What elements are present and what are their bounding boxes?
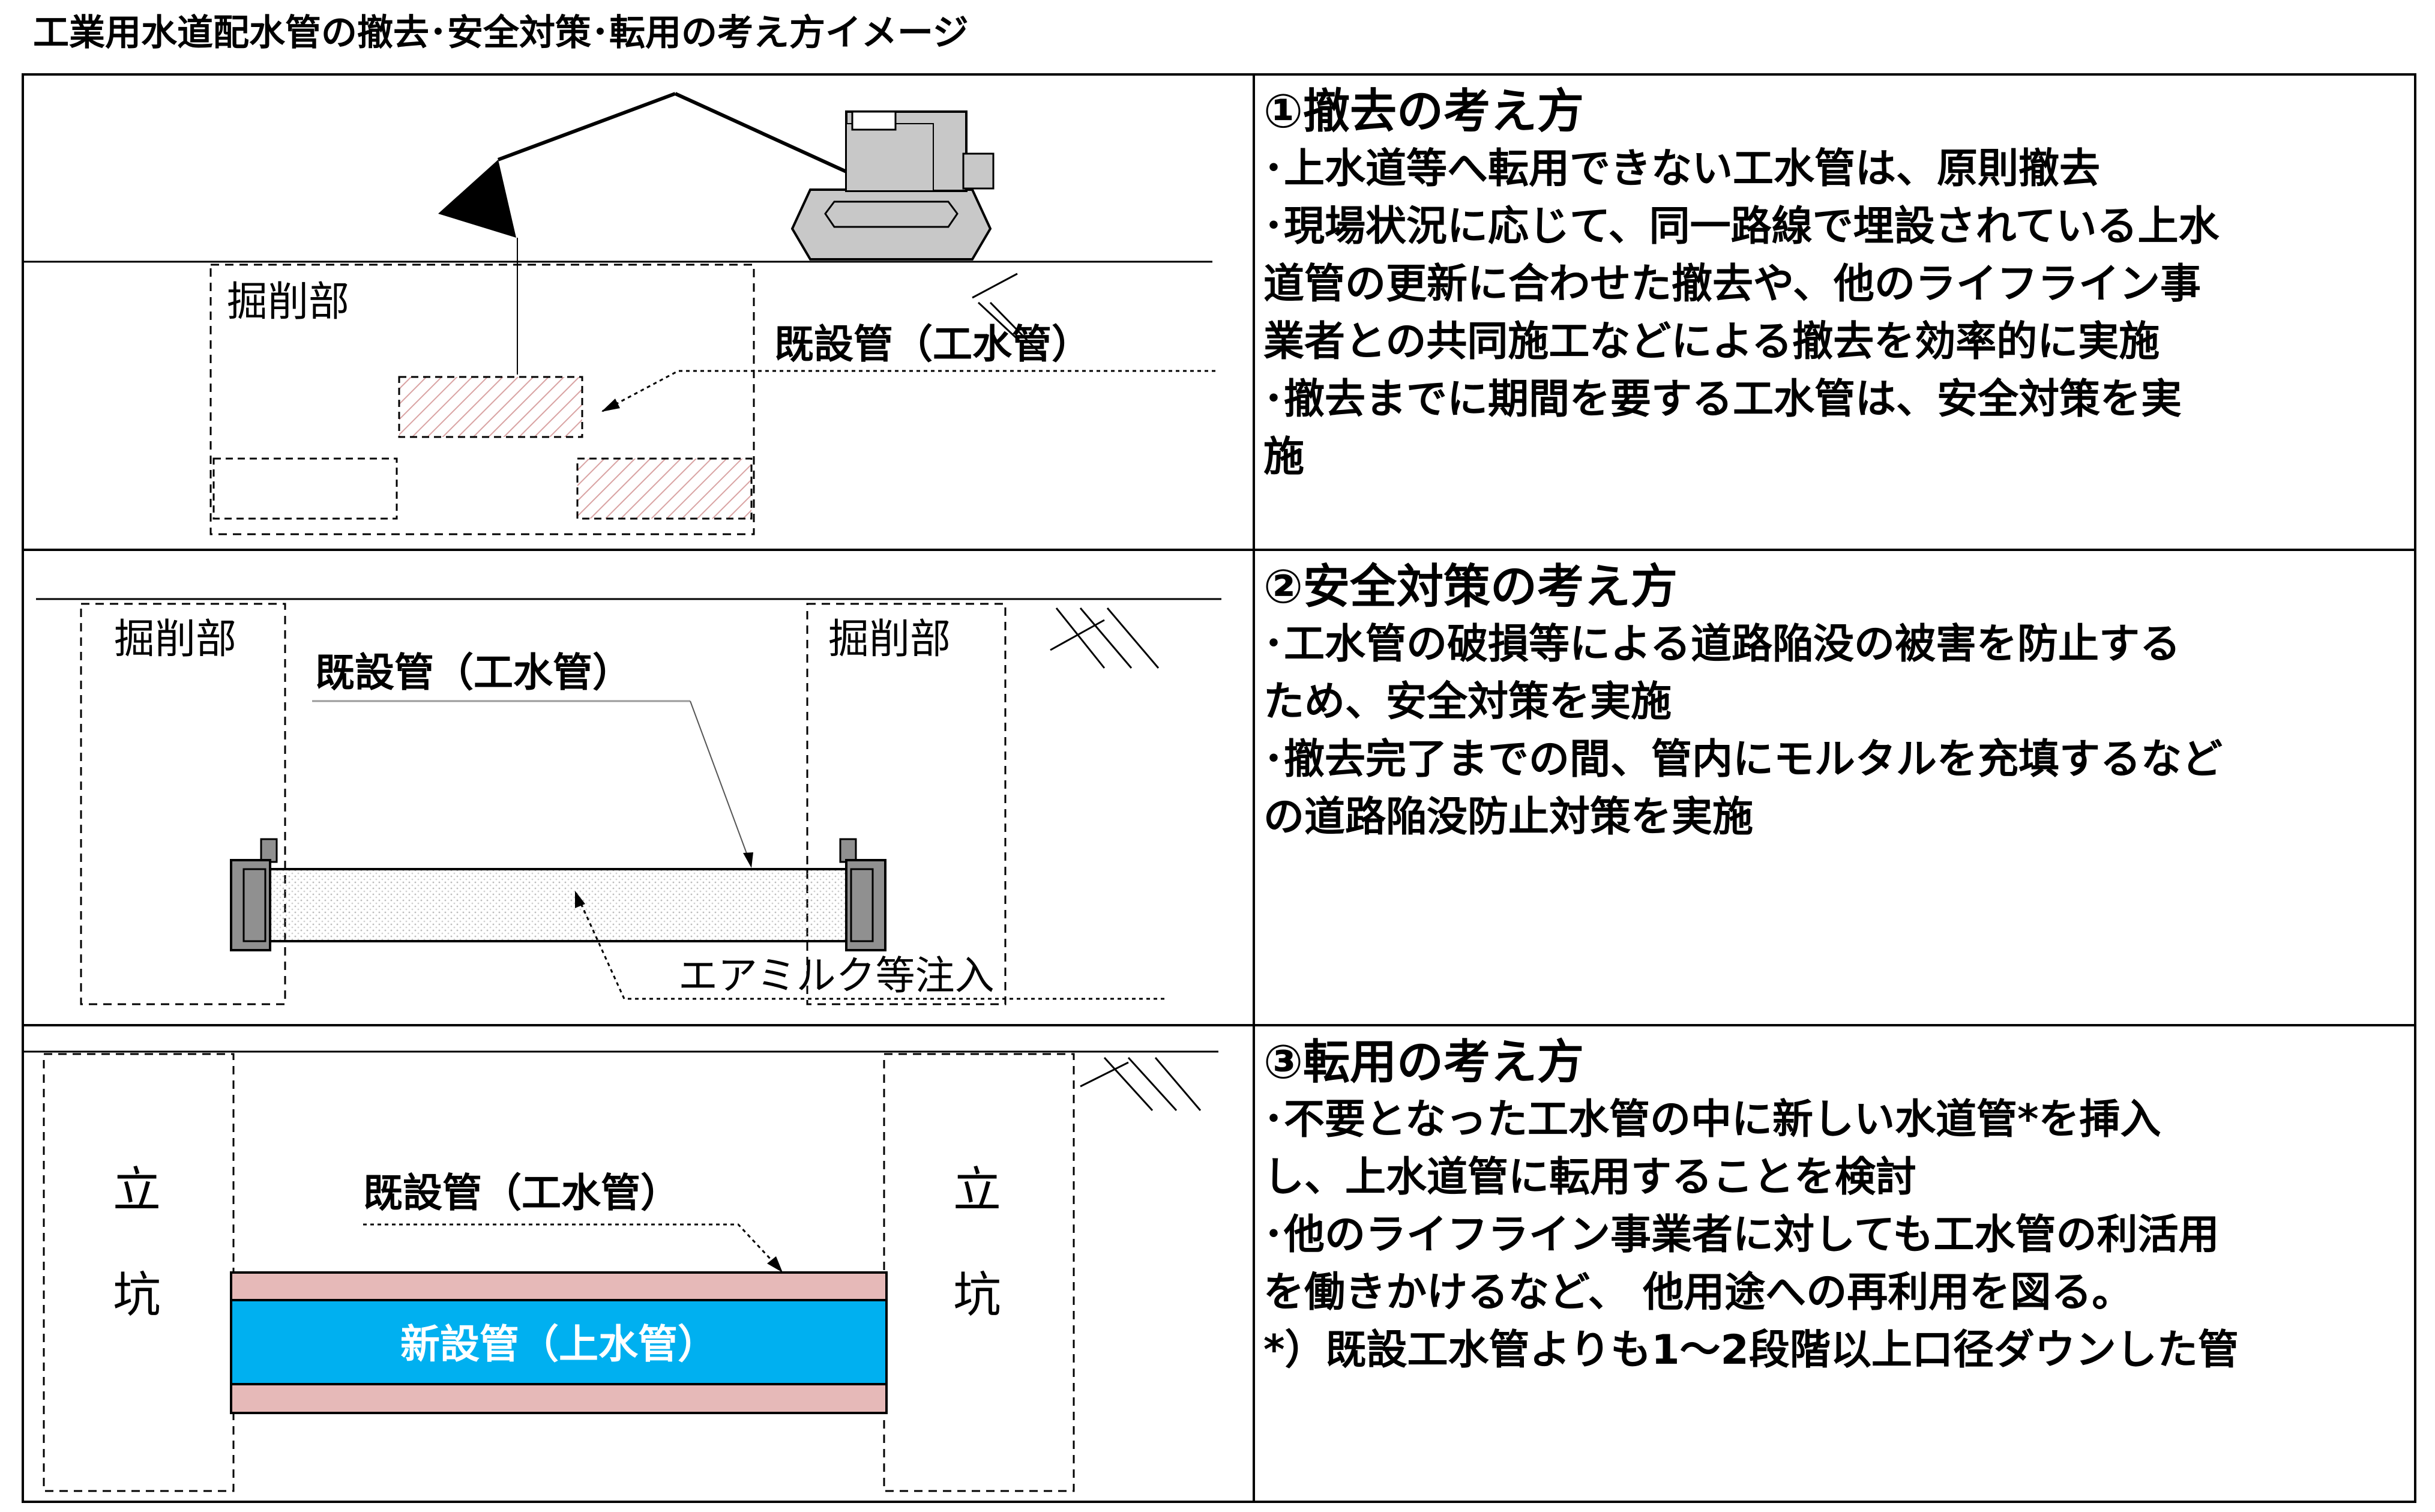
body-line: ･現場状況に応じて、同一路線で埋設されている上水 (1263, 203, 2220, 250)
new-pipe (230, 1299, 888, 1385)
excavation-area (209, 264, 755, 535)
body-line: ･不要となった工水管の中に新しい水道管*を挿入 (1263, 1096, 2161, 1143)
page-title: 工業用水道配水管の撤去･安全対策･転用の考え方イメージ (33, 12, 969, 54)
excavation-area-right (806, 603, 1007, 1005)
body-line: *）既設工水管よりも1～2段階以上口径ダウンした管 (1263, 1327, 2239, 1374)
shaft-right (883, 1053, 1075, 1492)
existing-pipe-leader (690, 700, 751, 864)
body-line: ･上水道等へ転用できない工水管は、原則撤去 (1263, 145, 2101, 193)
section-removal: ①撤去の考え方 ･上水道等へ転用できない工水管は、原則撤去 ･現場状況に応じて、… (1263, 83, 2407, 486)
leader-arrow (575, 891, 585, 908)
safety-diagram: 掘削部 掘削部 既設管（工水管） エアミルク等注入 (36, 598, 1221, 1005)
existing-pipe-label: 既設管（工水管） (363, 1170, 680, 1216)
section-body: ･上水道等へ転用できない工水管は、原則撤去 ･現場状況に応じて、同一路線で埋設さ… (1263, 140, 2407, 486)
injection-leader (575, 893, 1164, 1000)
body-line: ･撤去までに期間を要する工水管は、安全対策を実 (1263, 376, 2182, 423)
conversion-diagram: 立 坑 立 坑 新設管（上水管） 既設管（工水管） (24, 1050, 1218, 1492)
body-line: 道管の更新に合わせた撤去や、他のライフライン事 (1263, 261, 2201, 308)
leader-arrow (767, 1256, 783, 1273)
existing-pipe-leader (601, 370, 1215, 413)
section-heading: ①撤去の考え方 (1263, 85, 1585, 139)
existing-pipe (269, 868, 847, 942)
body-line: ･撤去完了までの間、管内にモルタルを充填するなど (1263, 736, 2223, 783)
pipe-end-cap-icon (230, 838, 278, 951)
section-body: ･工水管の破損等による道路陥没の被害を防止する ため、安全対策を実施 ･撤去完了… (1263, 616, 2407, 846)
section-heading: ②安全対策の考え方 (1263, 560, 1678, 614)
table-frame (22, 73, 2416, 1503)
injection-label: エアミルク等注入 (678, 953, 995, 999)
body-line: を働きかけるなど、 他用途への再利用を図る。 (1263, 1269, 2133, 1316)
body-line: の道路陥没防止対策を実施 (1263, 794, 1754, 841)
removed-pipe-slot (212, 457, 398, 520)
shaft-left-char1: 立 (113, 1162, 161, 1218)
body-line: ･工水管の破損等による道路陥没の被害を防止する (1263, 621, 2181, 668)
excavation-right-label: 掘削部 (828, 616, 951, 663)
body-line: ･他のライフライン事業者に対しても工水管の利活用 (1263, 1211, 2220, 1259)
body-line: 業者との共同施工などによる撤去を効率的に実施 (1263, 318, 2160, 366)
excavation-area-left (80, 603, 286, 1005)
ground-hatch-icon (1050, 607, 1160, 669)
ground-hatch-icon (1080, 1056, 1202, 1112)
excavation-label: 掘削部 (227, 279, 349, 326)
ground-hatch-icon (972, 273, 1046, 359)
excavation-left-label: 掘削部 (114, 616, 236, 663)
remaining-pipe (576, 457, 753, 520)
existing-pipe-leader (363, 1223, 781, 1271)
existing-pipe-label: 既設管（工水管） (315, 649, 632, 696)
excavator-icon (497, 92, 995, 261)
section-body: ･不要となった工水管の中に新しい水道管*を挿入 し、上水道管に転用することを検討… (1263, 1091, 2407, 1379)
section-conversion: ③転用の考え方 ･不要となった工水管の中に新しい水道管*を挿入 し、上水道管に転… (1263, 1034, 2407, 1379)
body-line: 施 (1263, 433, 1305, 481)
bucket-icon (438, 160, 516, 238)
section-safety: ②安全対策の考え方 ･工水管の破損等による道路陥没の被害を防止する ため、安全対… (1263, 558, 2407, 846)
shaft-left-char2: 坑 (113, 1267, 161, 1323)
existing-pipe-label: 既設管（工水管） (774, 321, 1091, 367)
row-divider-1 (22, 549, 2416, 551)
body-line: ため、安全対策を実施 (1263, 678, 1672, 726)
shaft-right-char1: 立 (953, 1162, 1001, 1218)
body-line: し、上水道管に転用することを検討 (1263, 1154, 1917, 1201)
pipe-being-lifted (398, 376, 583, 438)
section-heading: ③転用の考え方 (1263, 1035, 1585, 1089)
pipe-end-cap-icon (839, 838, 886, 951)
leader-arrow (743, 852, 753, 868)
row-divider-2 (22, 1024, 2416, 1026)
removal-diagram: 掘削部 既設管（工水管） (24, 92, 1215, 535)
new-pipe-label: 新設管（上水管） (400, 1321, 717, 1367)
column-divider (1253, 73, 1255, 1503)
shaft-right-char2: 坑 (953, 1267, 1001, 1323)
leader-arrow (601, 399, 620, 412)
